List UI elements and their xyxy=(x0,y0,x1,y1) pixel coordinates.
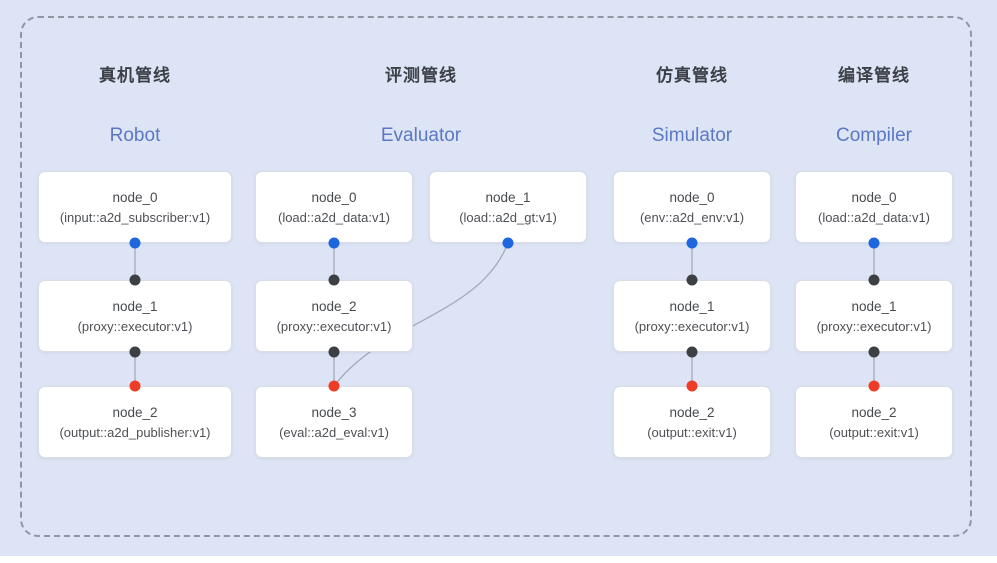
node-type: (output::exit:v1) xyxy=(829,424,919,440)
node-id: node_2 xyxy=(669,404,715,420)
node-type: (proxy::executor:v1) xyxy=(634,318,750,334)
node-compiler-0: node_0 (load::a2d_data:v1) xyxy=(795,171,953,243)
node-id: node_0 xyxy=(112,189,158,205)
node-simulator-1: node_1 (proxy::executor:v1) xyxy=(613,280,771,352)
node-type: (proxy::executor:v1) xyxy=(77,318,193,334)
pipeline-title-en-simulator: Simulator xyxy=(651,125,733,146)
node-id: node_2 xyxy=(851,404,897,420)
node-evaluator-3: node_3 (eval::a2d_eval:v1) xyxy=(255,386,413,458)
pipeline-title-en-robot: Robot xyxy=(109,125,161,146)
node-type: (env::a2d_env:v1) xyxy=(639,209,745,225)
node-id: node_2 xyxy=(311,298,357,314)
node-evaluator-2: node_2 (proxy::executor:v1) xyxy=(255,280,413,352)
node-id: node_2 xyxy=(112,404,158,420)
node-robot-1: node_1 (proxy::executor:v1) xyxy=(38,280,232,352)
node-type: (output::a2d_publisher:v1) xyxy=(59,424,211,440)
node-id: node_0 xyxy=(311,189,357,205)
dashed-frame xyxy=(20,16,972,537)
node-type: (eval::a2d_eval:v1) xyxy=(279,424,389,440)
node-robot-0: node_0 (input::a2d_subscriber:v1) xyxy=(38,171,232,243)
node-robot-2: node_2 (output::a2d_publisher:v1) xyxy=(38,386,232,458)
node-evaluator-1: node_1 (load::a2d_gt:v1) xyxy=(429,171,587,243)
node-type: (proxy::executor:v1) xyxy=(276,318,392,334)
node-id: node_1 xyxy=(851,298,897,314)
node-id: node_0 xyxy=(851,189,897,205)
node-simulator-0: node_0 (env::a2d_env:v1) xyxy=(613,171,771,243)
node-type: (load::a2d_gt:v1) xyxy=(459,209,557,225)
node-type: (output::exit:v1) xyxy=(647,424,737,440)
pipeline-title-en-compiler: Compiler xyxy=(835,125,913,146)
node-type: (proxy::executor:v1) xyxy=(816,318,932,334)
node-compiler-2: node_2 (output::exit:v1) xyxy=(795,386,953,458)
node-evaluator-0: node_0 (load::a2d_data:v1) xyxy=(255,171,413,243)
pipeline-title-zh-robot: 真机管线 xyxy=(99,66,171,85)
node-type: (input::a2d_subscriber:v1) xyxy=(59,209,211,225)
node-id: node_1 xyxy=(485,189,531,205)
pipeline-title-zh-simulator: 仿真管线 xyxy=(656,66,728,85)
node-type: (load::a2d_data:v1) xyxy=(817,209,931,225)
node-simulator-2: node_2 (output::exit:v1) xyxy=(613,386,771,458)
node-id: node_1 xyxy=(112,298,158,314)
pipeline-title-zh-evaluator: 评测管线 xyxy=(385,66,457,85)
node-id: node_3 xyxy=(311,404,357,420)
pipeline-title-zh-compiler: 编译管线 xyxy=(838,66,910,85)
node-id: node_0 xyxy=(669,189,715,205)
pipeline-title-en-evaluator: Evaluator xyxy=(380,125,462,146)
node-compiler-1: node_1 (proxy::executor:v1) xyxy=(795,280,953,352)
node-id: node_1 xyxy=(669,298,715,314)
edge-eval-1-3 xyxy=(333,242,509,387)
node-type: (load::a2d_data:v1) xyxy=(277,209,391,225)
